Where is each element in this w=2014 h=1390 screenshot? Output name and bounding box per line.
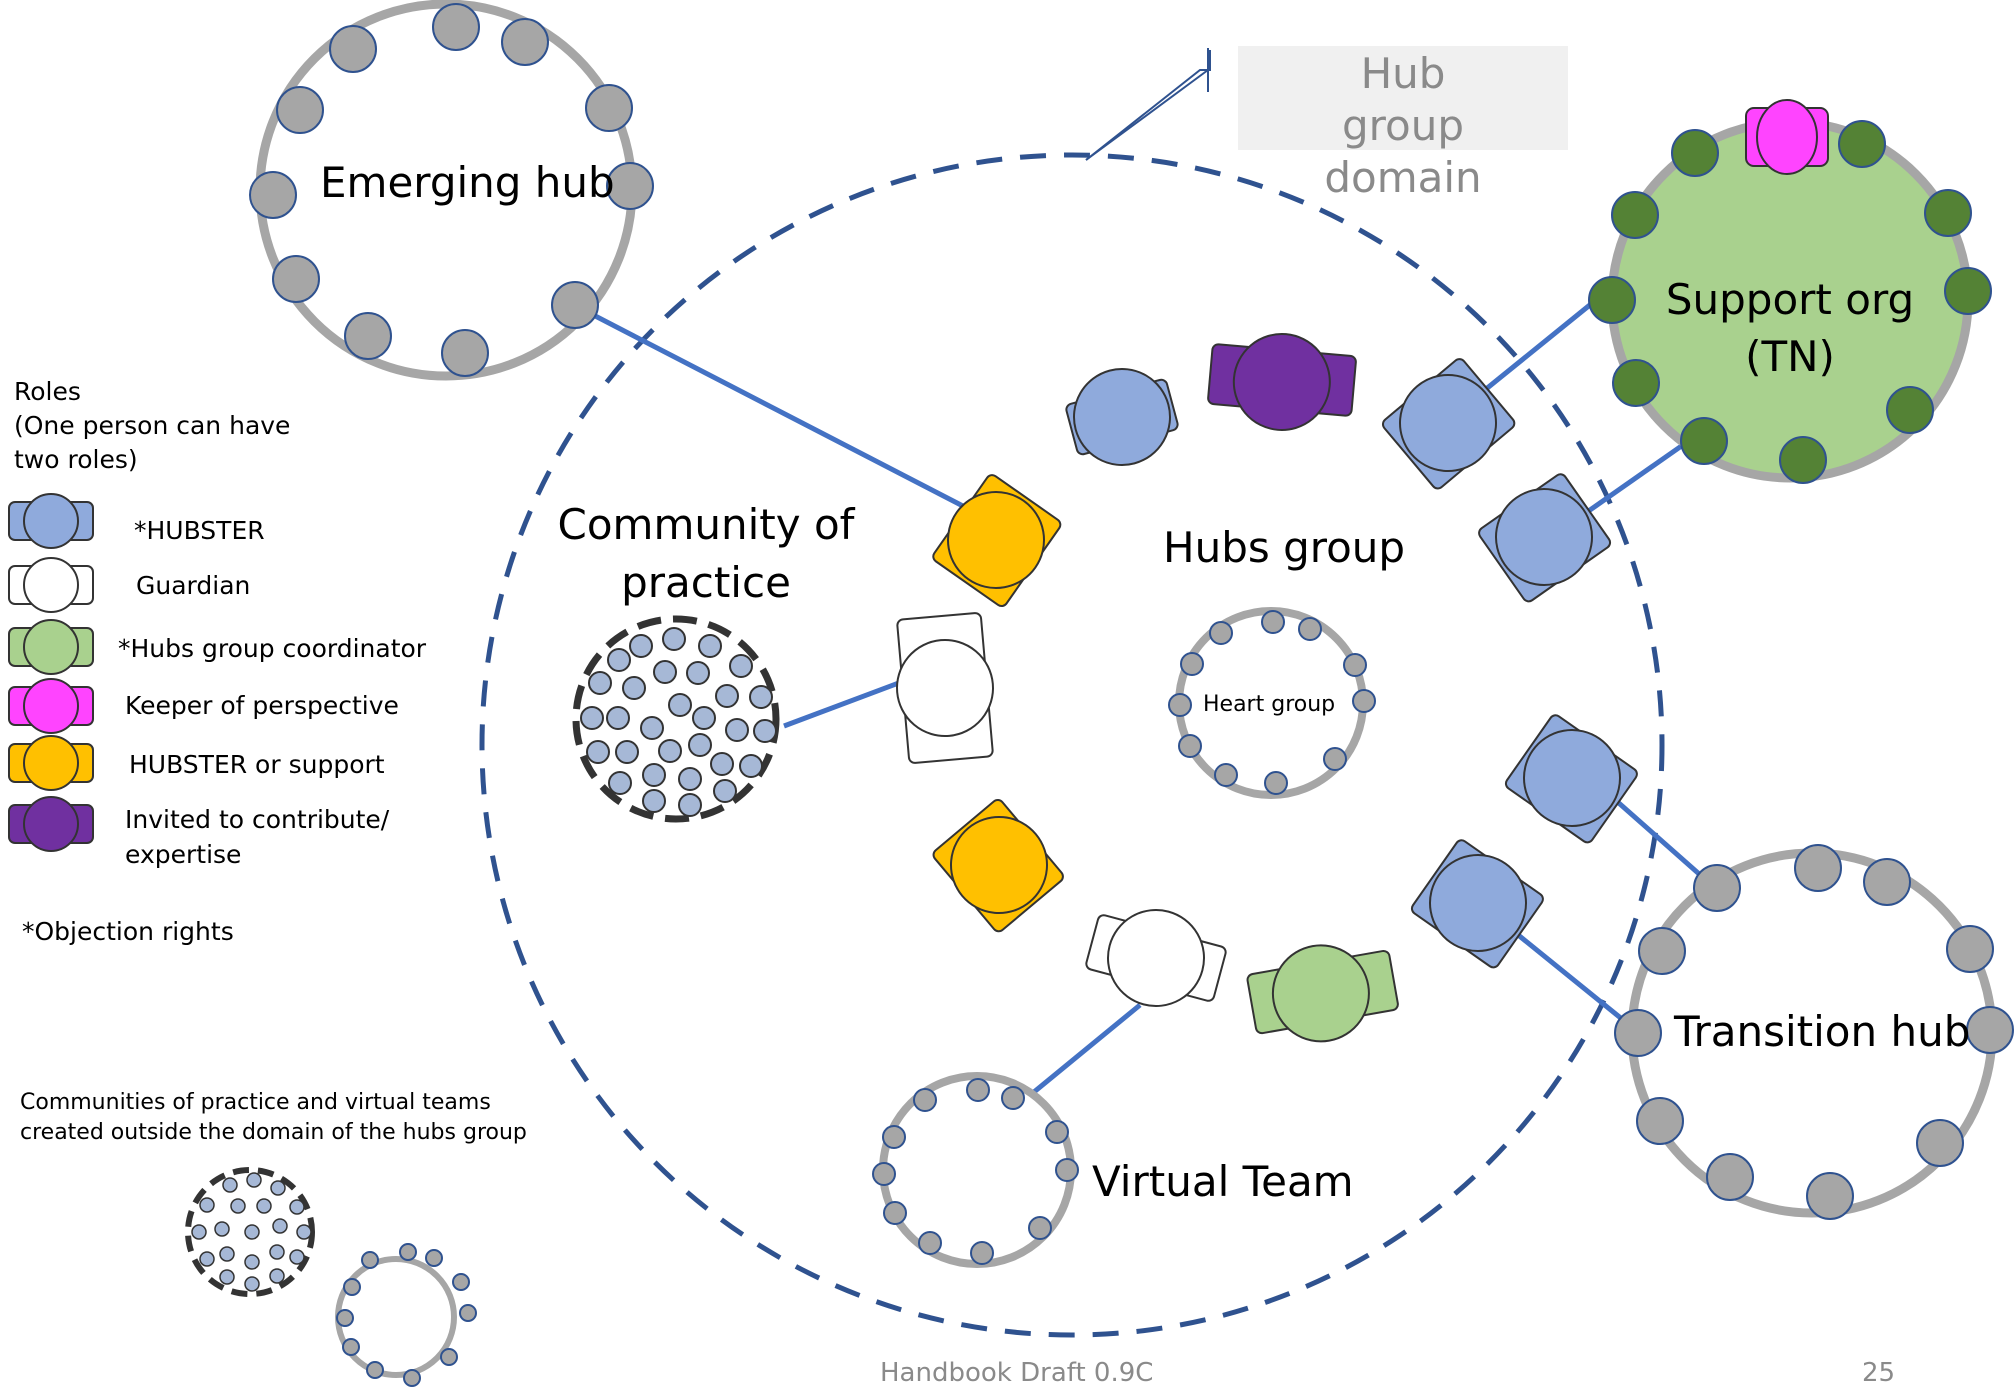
- support-org-label-line1: Support org: [1665, 275, 1915, 324]
- hubster-or-support-person: [932, 798, 1064, 933]
- legend-icon-coordinator: [8, 619, 94, 675]
- virtual-team-label: Virtual Team: [1092, 1157, 1354, 1206]
- legend-icon-invited: [8, 796, 94, 852]
- legend-label-hubster: *HUBSTER: [134, 516, 265, 545]
- community-of-practice-cluster: [572, 615, 780, 823]
- legend-icon-keeper: [8, 678, 94, 734]
- hubster-person: [1478, 473, 1612, 603]
- side-community-cluster: [185, 1167, 315, 1297]
- legend-label-guardian: Guardian: [136, 571, 251, 600]
- domain-label-text: Hub group domain: [1324, 49, 1482, 202]
- support-org-label-line2: (TN): [1745, 332, 1835, 381]
- side-note-line2: created outside the domain of the hubs g…: [20, 1120, 527, 1145]
- legend-icon-guardian: [8, 557, 94, 613]
- legend-subtitle: (One person can have: [14, 411, 291, 440]
- domain-callout-line: [1085, 50, 1211, 161]
- hub-group-domain-label: Hub group domain: [1238, 46, 1568, 202]
- support-org-members: [1588, 120, 1992, 484]
- hubs-group-coordinator-person: [1246, 944, 1399, 1043]
- side-virtual-team-members: [336, 1243, 477, 1387]
- legend-label-keeper: Keeper of perspective: [125, 691, 399, 720]
- hubster-or-support-person: [932, 474, 1062, 608]
- legend-label-coordinator: *Hubs group coordinator: [118, 634, 427, 663]
- connection-lines: [572, 298, 1717, 1112]
- legend-label-invited: Invited to contribute/: [125, 805, 390, 834]
- heart-group-members: [1168, 610, 1376, 795]
- legend-subtitle: two roles): [14, 445, 138, 474]
- community-of-practice-label-line1: Community of: [557, 500, 855, 549]
- legend-icon-hubster: [8, 493, 94, 549]
- footer-title: Handbook Draft 0.9C: [880, 1358, 1154, 1388]
- hubster-person: [1381, 358, 1516, 490]
- emerging-hub-label: Emerging hub: [320, 158, 615, 207]
- virtual-team-members: [872, 1078, 1079, 1265]
- keeper-of-perspective-person: [1745, 99, 1829, 175]
- legend-objection-note: *Objection rights: [22, 917, 234, 946]
- side-virtual-team-ring: [335, 1256, 457, 1378]
- hubs-group-label: Hubs group: [1163, 523, 1406, 572]
- invited-expert-person: [1207, 332, 1357, 431]
- hubster-person: [1504, 714, 1638, 844]
- guardian-person: [1085, 909, 1227, 1007]
- legend-label-invited-line2: expertise: [125, 840, 242, 869]
- domain-callout-line: [1085, 69, 1209, 161]
- hubster-person: [1410, 839, 1544, 969]
- transition-hub-label: Transition hub: [1674, 1007, 1971, 1056]
- hub-group-domain-boundary: [479, 152, 1665, 1338]
- community-of-practice-label-line2: practice: [621, 558, 791, 607]
- legend-icon-support: [8, 735, 94, 791]
- heart-group-label: Heart group: [1203, 692, 1336, 717]
- hubster-person: [1065, 368, 1179, 466]
- page-number: 25: [1862, 1358, 1896, 1388]
- legend-title: Roles: [14, 377, 81, 406]
- transition-hub-members: [1614, 844, 2014, 1220]
- side-note-line1: Communities of practice and virtual team…: [20, 1090, 491, 1115]
- guardian-person: [896, 612, 994, 764]
- legend-label-support: HUBSTER or support: [129, 750, 385, 779]
- emerging-hub-members: [249, 3, 654, 377]
